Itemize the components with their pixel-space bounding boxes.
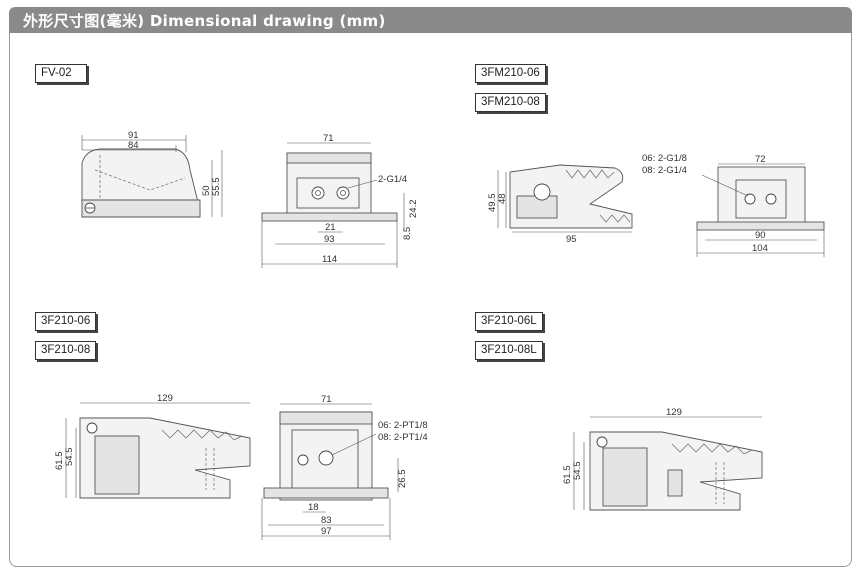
dim-label: 54.5 — [572, 462, 583, 481]
port-label: 06: 2-PT1/8 — [378, 420, 428, 431]
3f210-side-view: 129 61.5 54.5 — [54, 393, 251, 499]
dim-label: 48 — [497, 193, 508, 204]
port-icon — [318, 450, 334, 466]
dim-label: 61.5 — [54, 452, 65, 471]
port-icon — [311, 186, 325, 200]
3fm210-front-view: 72 06: 2-G1/8 08: 2-G1/4 90 104 — [642, 153, 825, 257]
port-label: 2-G1/4 — [378, 174, 407, 185]
dim-label: 104 — [752, 243, 768, 254]
drawing-frame — [9, 33, 852, 567]
dim-label: 93 — [324, 234, 335, 245]
3f210-front-view: 71 06: 2-PT1/8 08: 2-PT1/4 26.5 18 83 97 — [261, 394, 428, 540]
dim-label: 55.5 — [211, 178, 222, 197]
3fm210-side-view: 95 49.5 48 — [487, 164, 633, 245]
dim-label: 114 — [322, 254, 337, 265]
dim-label: 8.5 — [402, 227, 413, 240]
port-label: 06: 2-G1/8 — [642, 153, 687, 164]
dim-label: 72 — [755, 154, 766, 165]
dim-label: 21 — [325, 222, 336, 233]
page-title: 外形尺寸图(毫米) Dimensional drawing (mm) — [23, 12, 386, 30]
port-icon — [744, 193, 756, 205]
fv02-side-view: 91 84 50 55.5 — [81, 130, 223, 218]
3f210l-side-view: 129 61.5 54.5 — [562, 407, 763, 511]
dim-label: 54.5 — [64, 448, 75, 467]
dim-label: 97 — [321, 526, 332, 537]
port-label: 08: 2-G1/4 — [642, 165, 687, 176]
knob-icon — [533, 183, 551, 201]
port-icon — [297, 454, 309, 466]
dim-label: 91 — [128, 130, 139, 141]
model-label-3fm210-08: 3FM210-08 — [475, 93, 546, 112]
dim-label: 49.5 — [487, 194, 498, 213]
model-label-3fm210-06: 3FM210-06 — [475, 64, 546, 83]
model-label-fv02: FV-02 — [35, 64, 87, 83]
dim-label: 71 — [323, 133, 334, 144]
dim-label: 61.5 — [562, 466, 573, 485]
pivot-icon — [596, 436, 608, 448]
port-label: 08: 2-PT1/4 — [378, 432, 428, 443]
dim-label: 84 — [128, 140, 139, 151]
pivot-icon — [86, 422, 98, 434]
port-icon — [336, 186, 350, 200]
dim-label: 71 — [321, 394, 332, 405]
dim-label: 26.5 — [397, 470, 408, 489]
dim-label: 18 — [308, 502, 319, 513]
model-label-3f210-08l: 3F210-08L — [475, 341, 543, 360]
dim-label: 95 — [566, 234, 577, 245]
dim-label: 90 — [755, 230, 766, 241]
header-bar: 外形尺寸图(毫米) Dimensional drawing (mm) — [9, 7, 852, 33]
dim-label: 83 — [321, 515, 332, 526]
dim-label: 50 — [201, 185, 212, 196]
dim-label: 129 — [666, 407, 682, 418]
model-label-3f210-06l: 3F210-06L — [475, 312, 543, 331]
dim-label: 24.2 — [408, 200, 419, 219]
model-label-3f210-06: 3F210-06 — [35, 312, 97, 331]
model-label-3f210-08: 3F210-08 — [35, 341, 97, 360]
port-icon — [765, 193, 777, 205]
dim-label: 129 — [157, 393, 173, 404]
fv02-front-view: 71 2-G1/4 24.2 8.5 21 93 114 — [261, 133, 419, 268]
